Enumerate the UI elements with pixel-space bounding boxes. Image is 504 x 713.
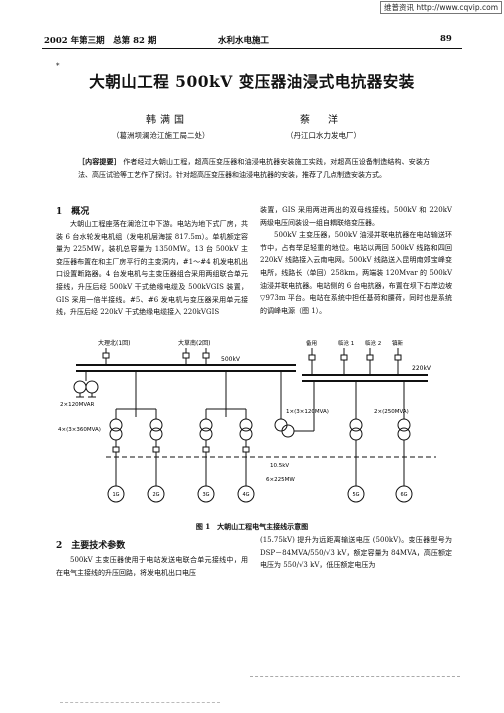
bus-10kv-label: 10.5kV [270,463,289,469]
footer-rule [250,676,460,677]
abstract: ［内容提要］ 作者经过大朝山工程，超高压变压器和油浸电抗器安装施工实践，对超高压… [78,155,430,182]
article-title: 大朝山工程 500kV 变压器油浸式电抗器安装 [89,72,415,91]
feeder-lines-220kv [308,348,402,375]
shunt-reactor-symbols [73,371,99,398]
section-2-heading: 2 主要技术参数 [56,541,126,551]
paragraph: 500kV 主变压器，500kV 油浸并联电抗器在电站输送环节中，占有举足轻重的… [260,231,452,315]
page-number: 89 [440,34,452,44]
abstract-label: ［内容提要］ [78,157,121,166]
generator-6 [395,485,413,503]
generator-2 [147,485,165,503]
author-2-affiliation: （丹江口水力发电厂） [286,131,361,140]
generator-1-label: 1G [112,492,119,498]
feeder-lines-500kv [102,348,210,365]
line-label-lincang-1: 临沧 1 [338,339,354,347]
section-2-left-column: 500kV 主变压器使用于电站发送电联合单元接线中，用在电气主接线的升压回路，将… [56,554,248,579]
figure-caption: 图 1 大朝山工程电气主接线示意图 [195,522,309,531]
generator-4-label: 4G [242,492,249,498]
generator-leads [112,440,405,487]
autotransformer-symbol [274,371,315,438]
generator-3-label: 3G [202,492,209,498]
paragraph: 大朝山工程座落在澜沧江中下游。电站为地下式厂房，共装 6 台水轮发电机组（发电机… [56,220,248,317]
main-wiring-diagram: 大理北(1回) 大草南(2回) 备用 临沧 1 临沧 2 镇新 500kV 22… [58,339,436,503]
main-transformers-1-4 [109,371,253,441]
transformer-1-4-rating: 4×(3×360MVA) [58,427,101,433]
generator-6-label: 6G [400,492,407,498]
transformer-5-6-rating: 2×(250MVA) [374,409,409,415]
generator-1 [107,485,125,503]
paragraph: 装置，GIS 采用两进两出的双母线接线。500kV 和 220kV 两级电压间装… [260,206,452,227]
title-marker: * [56,62,60,70]
watermark: 维普资讯 http://www.cqvip.com [379,1,502,14]
paragraph: 500kV 主变压器使用于电站发送电联合单元接线中，用在电气主接线的升压回路，将… [56,556,248,577]
line-label-zhenxin: 镇新 [392,339,404,347]
line-label-lincang-2: 临沧 2 [365,339,381,347]
bus-220kv-label: 220kV [412,365,432,372]
journal-name: 水利水电施工 [218,36,270,46]
author-1-affiliation: （葛洲坝澜沧江施工局二处） [112,131,210,140]
generator-5 [347,485,365,503]
bus-500kv-label: 500kV [221,356,241,363]
abstract-text: 作者经过大朝山工程，超高压变压器和油浸电抗器安装施工实践，对超高压设备制造结构、… [78,158,431,179]
section-1-right-column: 装置，GIS 采用两进两出的双母线接线。500kV 和 220kV 两级电压间装… [260,204,452,317]
line-label-dacaonan: 大草南(2回) [178,339,211,347]
main-transformers-5-6 [349,381,411,441]
generator-2-label: 2G [152,492,159,498]
issue-header: 2002 年第三期 总第 82 期 [44,36,157,46]
section-1-heading: 1 概况 [56,207,90,217]
generator-5-label: 5G [352,492,359,498]
generators: 1G 2G 3G 4G 5G 6G [107,485,413,503]
reactor-rating-label: 2×120MVAR [60,402,95,408]
section-2-right-column: (15.75kV) 提升为远距离输送电压 (500kV)。变压器型号为 DSP－… [260,534,452,572]
header-rule [42,48,462,49]
line-label-spare: 备用 [306,339,317,347]
footer-rule-2 [60,702,220,703]
paragraph: (15.75kV) 提升为远距离输送电压 (500kV)。变压器型号为 DSP－… [260,536,452,570]
section-1-left-column: 大朝山工程座落在澜沧江中下游。电站为地下式厂房，共装 6 台水轮发电机组（发电机… [56,218,248,319]
line-label-dalibei: 大理北(1回) [98,339,131,347]
generator-3 [197,485,215,503]
autotransformer-rating: 1×(3×120MVA) [286,409,329,415]
author-1-name: 韩满国 [146,115,188,126]
author-2-name: 蔡 洋 [300,115,342,126]
generator-4 [237,485,255,503]
generator-rating-label: 6×225MW [266,477,295,483]
